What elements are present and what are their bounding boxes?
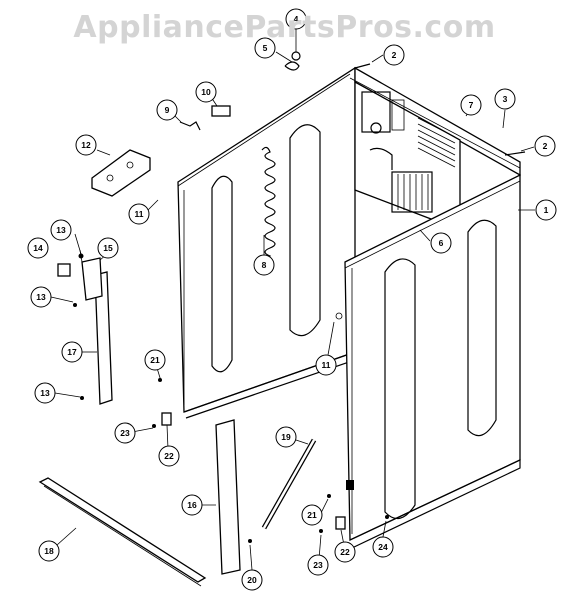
inner-grille (391, 171, 433, 213)
callout-17: 17 (61, 341, 83, 363)
callout-20: 20 (241, 569, 263, 591)
feet-and-screws (152, 378, 389, 543)
svg-text:8: 8 (262, 260, 267, 270)
watermark: AppliancePartsPros.com (73, 10, 496, 45)
callout-21b: 21 (301, 504, 323, 526)
callout-9: 9 (156, 99, 178, 121)
callout-13a: 13 (50, 219, 72, 241)
svg-text:23: 23 (313, 560, 323, 570)
svg-text:11: 11 (135, 209, 144, 219)
callout-24: 24 (372, 536, 394, 558)
callout-23b: 23 (307, 554, 329, 576)
svg-text:22: 22 (164, 451, 174, 461)
callout-11a: 11 (128, 203, 150, 225)
svg-text:21: 21 (150, 355, 160, 365)
callout-2a: 2 (383, 44, 405, 66)
callout-1: 1 (535, 199, 557, 221)
svg-text:19: 19 (281, 432, 291, 442)
svg-text:17: 17 (67, 347, 77, 357)
callout-19: 19 (275, 426, 297, 448)
svg-text:2: 2 (543, 141, 548, 151)
svg-text:15: 15 (103, 243, 113, 253)
callout-7: 7 (460, 94, 482, 116)
svg-text:24: 24 (378, 542, 388, 552)
bracket-part (91, 149, 151, 197)
svg-text:2: 2 (392, 50, 397, 60)
callout-5: 5 (254, 37, 276, 59)
svg-text:16: 16 (187, 500, 197, 510)
svg-text:13: 13 (56, 225, 66, 235)
svg-text:20: 20 (247, 575, 257, 585)
callout-11b: 11 (315, 354, 337, 376)
svg-text:22: 22 (340, 547, 350, 557)
svg-text:4: 4 (294, 14, 299, 24)
callout-22b: 22 (334, 541, 356, 563)
svg-text:3: 3 (503, 94, 508, 104)
svg-text:1: 1 (544, 205, 549, 215)
svg-text:9: 9 (165, 105, 170, 115)
svg-text:6: 6 (439, 238, 444, 248)
leader-lines (50, 29, 535, 571)
rear-vents (417, 117, 456, 168)
svg-text:11: 11 (322, 360, 331, 370)
callout-3: 3 (494, 88, 516, 110)
svg-text:21: 21 (307, 510, 317, 520)
callout-13b: 13 (30, 286, 52, 308)
cabinet-rear-panel (349, 66, 521, 231)
svg-text:14: 14 (33, 243, 43, 253)
callout-2b: 2 (534, 135, 556, 157)
callout-15: 15 (97, 237, 119, 259)
svg-text:5: 5 (263, 43, 268, 53)
callout-18: 18 (38, 540, 60, 562)
callout-6: 6 (430, 232, 452, 254)
rod-part (261, 438, 317, 530)
callout-16: 16 (181, 494, 203, 516)
callout-13c: 13 (34, 382, 56, 404)
spring-part (261, 146, 276, 269)
svg-text:10: 10 (201, 87, 211, 97)
small-hardware-top (179, 51, 301, 131)
front-brace-center (215, 419, 241, 575)
callout-23a: 23 (114, 422, 136, 444)
svg-text:13: 13 (40, 388, 50, 398)
callout-8: 8 (253, 254, 275, 276)
callout-12: 12 (75, 134, 97, 156)
callout-21a: 21 (144, 349, 166, 371)
callout-4: 4 (285, 8, 307, 30)
svg-text:7: 7 (469, 100, 474, 110)
cabinet-right-panel (335, 173, 521, 549)
callout-14: 14 (27, 237, 49, 259)
front-brace-left (57, 253, 113, 405)
svg-text:13: 13 (36, 292, 46, 302)
svg-text:18: 18 (44, 546, 54, 556)
bottom-rail (38, 477, 207, 587)
svg-text:12: 12 (81, 140, 91, 150)
callout-10: 10 (195, 81, 217, 103)
svg-text:23: 23 (120, 428, 130, 438)
callout-22a: 22 (158, 445, 180, 467)
